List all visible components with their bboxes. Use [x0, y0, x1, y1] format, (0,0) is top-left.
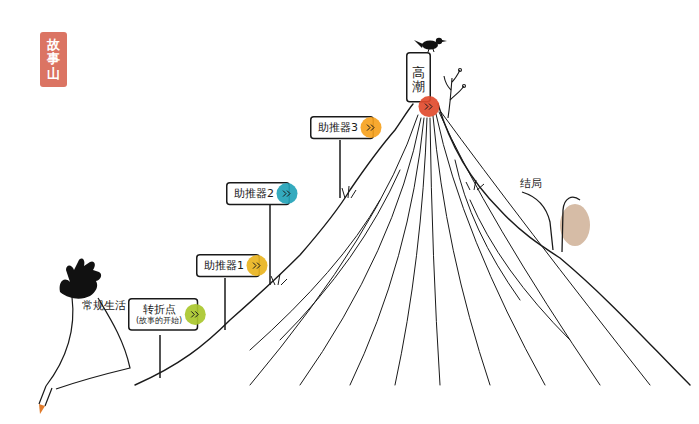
sign-post — [339, 140, 341, 198]
creature-label: 常规生活 — [82, 300, 93, 312]
grass-tufts — [271, 180, 484, 285]
sign-text: 高潮 — [412, 66, 425, 95]
color-dot — [247, 255, 268, 276]
hatch-line — [250, 115, 418, 385]
bird — [414, 38, 447, 52]
color-dot — [277, 183, 298, 204]
tree-branch — [444, 76, 451, 90]
sign-text: 助推器3 — [318, 121, 358, 134]
creature — [39, 259, 130, 414]
sign-post — [269, 205, 271, 285]
grass-tuft — [466, 180, 484, 190]
bird-head — [436, 38, 442, 44]
sign-text: 助推器2 — [234, 187, 274, 200]
title-box: 故事山 — [40, 32, 67, 87]
color-dot — [361, 117, 382, 138]
creature-body — [46, 297, 73, 386]
sign-post — [224, 278, 226, 330]
hatch-line — [430, 118, 440, 385]
bird-tail — [414, 40, 423, 48]
creature-arm — [56, 298, 130, 389]
tree-bud — [459, 69, 462, 72]
color-dot — [419, 96, 440, 117]
chevron-mark — [191, 311, 198, 317]
grass-tuft — [342, 186, 356, 198]
hatch-line — [350, 118, 424, 385]
grass-tuft — [271, 274, 287, 285]
sign-outline — [407, 53, 431, 102]
bird-body — [422, 41, 438, 50]
bird-legs — [428, 49, 434, 52]
chevron-mark — [425, 104, 432, 110]
tree-bud — [463, 85, 466, 88]
small-tree — [444, 69, 466, 119]
signpost: 助推器3 — [310, 116, 374, 139]
sign-posts — [160, 140, 340, 378]
chevron-mark — [283, 191, 290, 197]
mountain-right-slope — [438, 104, 690, 385]
hatch-line — [433, 116, 490, 385]
hatch-line — [439, 112, 600, 385]
chevron-mark — [253, 263, 260, 269]
ending-horn — [562, 197, 580, 252]
hatch-line — [455, 160, 520, 300]
sign-subtext: (故事的开始) — [136, 316, 182, 326]
hatch-line — [395, 118, 427, 385]
mountain-hatching — [250, 112, 650, 385]
tree-branch — [450, 86, 464, 100]
hatch-line — [250, 200, 380, 350]
chevron-mark — [367, 125, 374, 131]
color-dot — [185, 304, 206, 325]
ending-horn — [522, 192, 553, 250]
ending-blob — [560, 204, 590, 246]
ending-label: 结局 — [520, 176, 542, 191]
mountain-left-slope — [135, 104, 413, 385]
pencil-tip — [39, 404, 45, 414]
signpost: 助推器2 — [226, 182, 290, 205]
creature-hand — [60, 259, 102, 299]
mountain-outline — [135, 104, 690, 385]
sign-post — [159, 335, 161, 378]
hatch-line — [441, 112, 650, 385]
sign-text: 助推器1 — [204, 259, 244, 272]
pencil — [39, 386, 52, 406]
title-text: 故事山 — [47, 38, 60, 81]
sign-text: 转折点 — [136, 303, 182, 316]
hatch-line — [470, 200, 570, 340]
signpost: 助推器1 — [196, 254, 260, 277]
bird-beak — [442, 40, 447, 42]
peak-sign: 高潮 — [406, 52, 431, 103]
tree-branch — [452, 70, 460, 82]
ending-bump — [522, 192, 590, 252]
hatch-line — [436, 114, 545, 385]
signpost: 转折点(故事的开始) — [128, 298, 198, 331]
